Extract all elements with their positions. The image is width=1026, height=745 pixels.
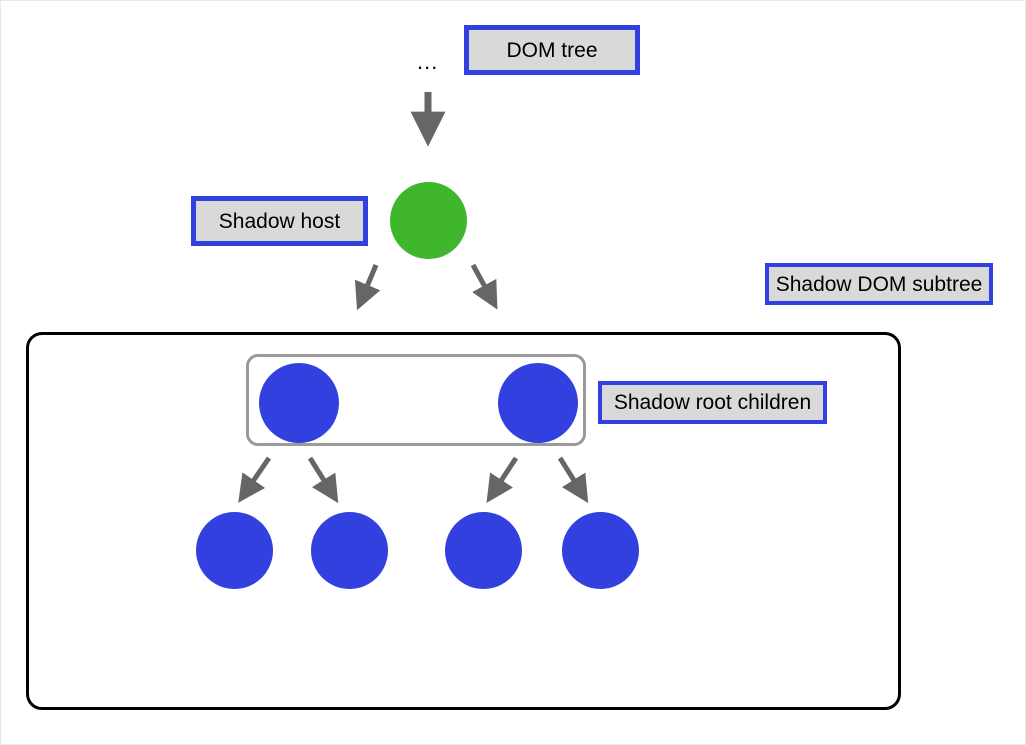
- label-shadow-dom-subtree-text: Shadow DOM subtree: [775, 272, 983, 296]
- node-leaf-1[interactable]: [196, 512, 273, 589]
- shadow-root-children-container: [246, 354, 586, 446]
- label-shadow-root-children-text: Shadow root children: [613, 391, 812, 414]
- node-shadow-host[interactable]: [390, 182, 467, 259]
- node-leaf-4[interactable]: [562, 512, 639, 589]
- label-shadow-host-text: Shadow host: [218, 209, 341, 233]
- node-leaf-2[interactable]: [311, 512, 388, 589]
- node-leaf-3[interactable]: [445, 512, 522, 589]
- dom-tree-ellipsis: ...: [417, 49, 439, 74]
- node-shadow-root-child-2[interactable]: [498, 363, 578, 443]
- label-shadow-root-children[interactable]: Shadow root children: [598, 381, 827, 424]
- shadow-dom-subtree-container: [26, 332, 901, 710]
- label-dom-tree-text: DOM tree: [506, 38, 598, 62]
- arrow-host-to-child-1: [354, 264, 381, 311]
- node-shadow-root-child-1[interactable]: [259, 363, 339, 443]
- label-shadow-dom-subtree[interactable]: Shadow DOM subtree: [765, 263, 993, 305]
- label-shadow-host[interactable]: Shadow host: [191, 196, 368, 246]
- arrow-host-to-child-2: [470, 263, 498, 310]
- label-dom-tree[interactable]: DOM tree: [464, 25, 640, 75]
